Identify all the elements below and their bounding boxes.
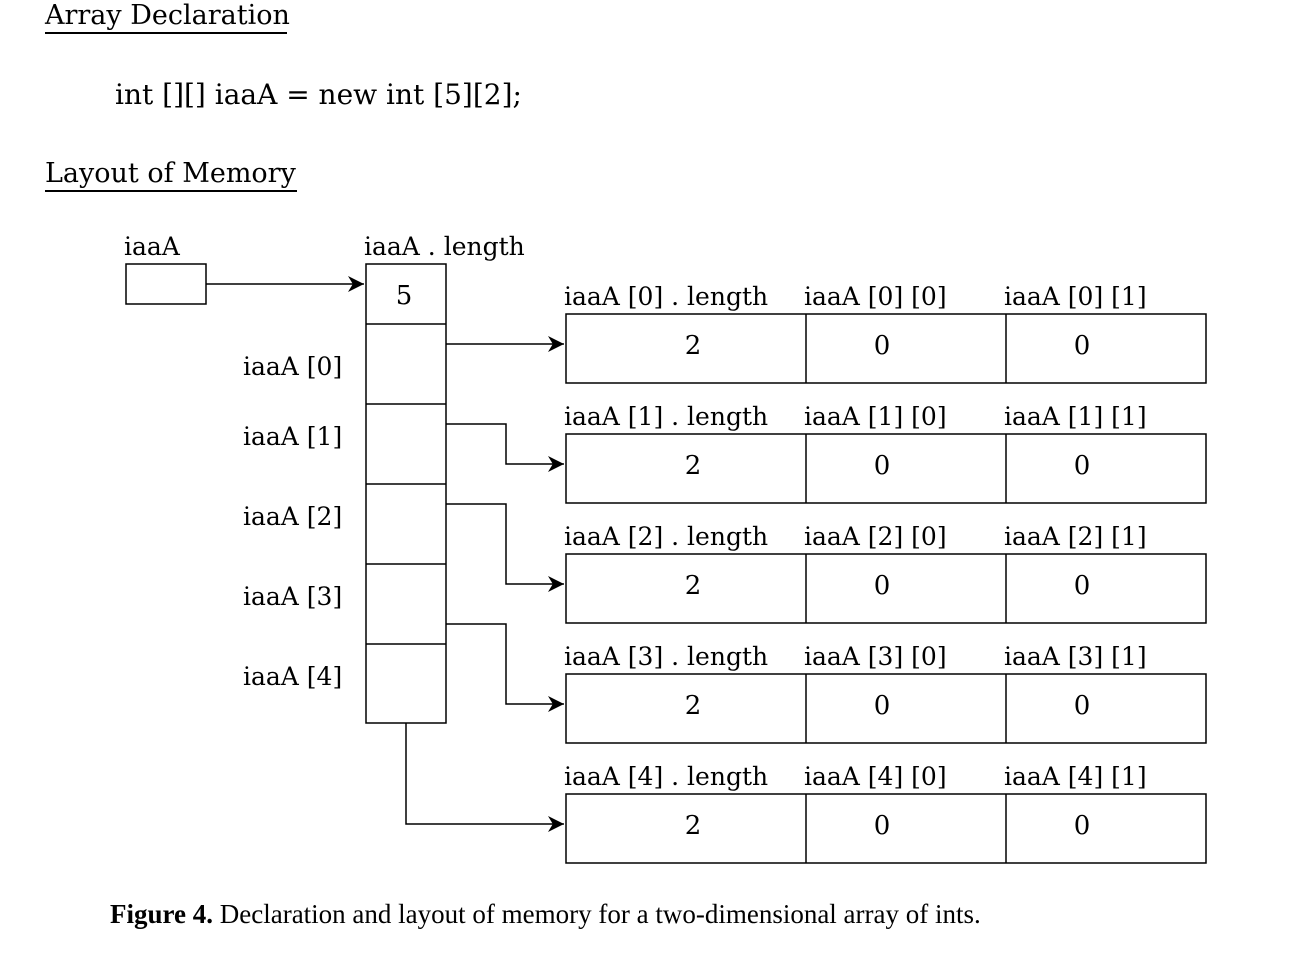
row-element-value: 0 [1074, 331, 1091, 361]
row-length-label: iaaA [4] . length [564, 762, 768, 791]
row-length-label: iaaA [2] . length [564, 522, 768, 551]
row-length-label: iaaA [3] . length [564, 642, 768, 671]
row-array-box [565, 553, 1207, 624]
row-pointer-arrow [446, 623, 564, 712]
outer-array-box [365, 263, 447, 724]
row-element-value: 0 [874, 691, 891, 721]
row-length-value: 2 [685, 691, 702, 721]
row-length-value: 2 [685, 571, 702, 601]
row-array-box [565, 793, 1207, 864]
row-length-label: iaaA [0] . length [564, 282, 768, 311]
row-length-value: 2 [685, 331, 702, 361]
row-element-value: 0 [874, 451, 891, 481]
row-element-label: iaaA [4] [1] [1004, 762, 1147, 791]
row-array-box [565, 673, 1207, 744]
row-element-label: iaaA [3] [0] [804, 642, 947, 671]
figure-caption: Figure 4. Declaration and layout of memo… [110, 896, 981, 932]
row-element-value: 0 [874, 811, 891, 841]
row-element-label: iaaA [0] [0] [804, 282, 947, 311]
row-element-value: 0 [1074, 571, 1091, 601]
index-label: iaaA [3] [243, 582, 342, 611]
memory-layout-heading: Layout of Memory [45, 158, 297, 192]
row-element-value: 0 [1074, 691, 1091, 721]
row-length-value: 2 [685, 451, 702, 481]
caption-text: Declaration and layout of memory for a t… [213, 899, 981, 929]
row-element-value: 0 [1074, 811, 1091, 841]
variable-label: iaaA [124, 232, 181, 261]
figure-number: Figure 4. [110, 899, 213, 929]
row-element-label: iaaA [3] [1] [1004, 642, 1147, 671]
outer-length-value: 5 [396, 281, 413, 311]
row-length-value: 2 [685, 811, 702, 841]
array-declaration-heading: Array Declaration [45, 0, 290, 34]
row-element-value: 0 [874, 331, 891, 361]
row-pointer-arrow [446, 423, 564, 472]
index-label: iaaA [0] [243, 352, 342, 381]
index-label: iaaA [4] [243, 662, 342, 691]
row-element-label: iaaA [4] [0] [804, 762, 947, 791]
row-length-label: iaaA [1] . length [564, 402, 768, 431]
row-element-label: iaaA [1] [1] [1004, 402, 1147, 431]
row-element-label: iaaA [0] [1] [1004, 282, 1147, 311]
variable-box [125, 263, 207, 305]
index-label: iaaA [2] [243, 502, 342, 531]
declaration-code: int [][] iaaA = new int [5][2]; [115, 78, 522, 111]
row-array-box [565, 433, 1207, 504]
row-pointer-arrow [446, 503, 564, 592]
row-array-box [565, 313, 1207, 384]
row-element-label: iaaA [1] [0] [804, 402, 947, 431]
row-element-label: iaaA [2] [0] [804, 522, 947, 551]
outer-length-label: iaaA . length [364, 232, 525, 261]
index-label: iaaA [1] [243, 422, 342, 451]
row-element-label: iaaA [2] [1] [1004, 522, 1147, 551]
row-pointer-arrow [405, 723, 564, 832]
row-element-value: 0 [1074, 451, 1091, 481]
row-element-value: 0 [874, 571, 891, 601]
